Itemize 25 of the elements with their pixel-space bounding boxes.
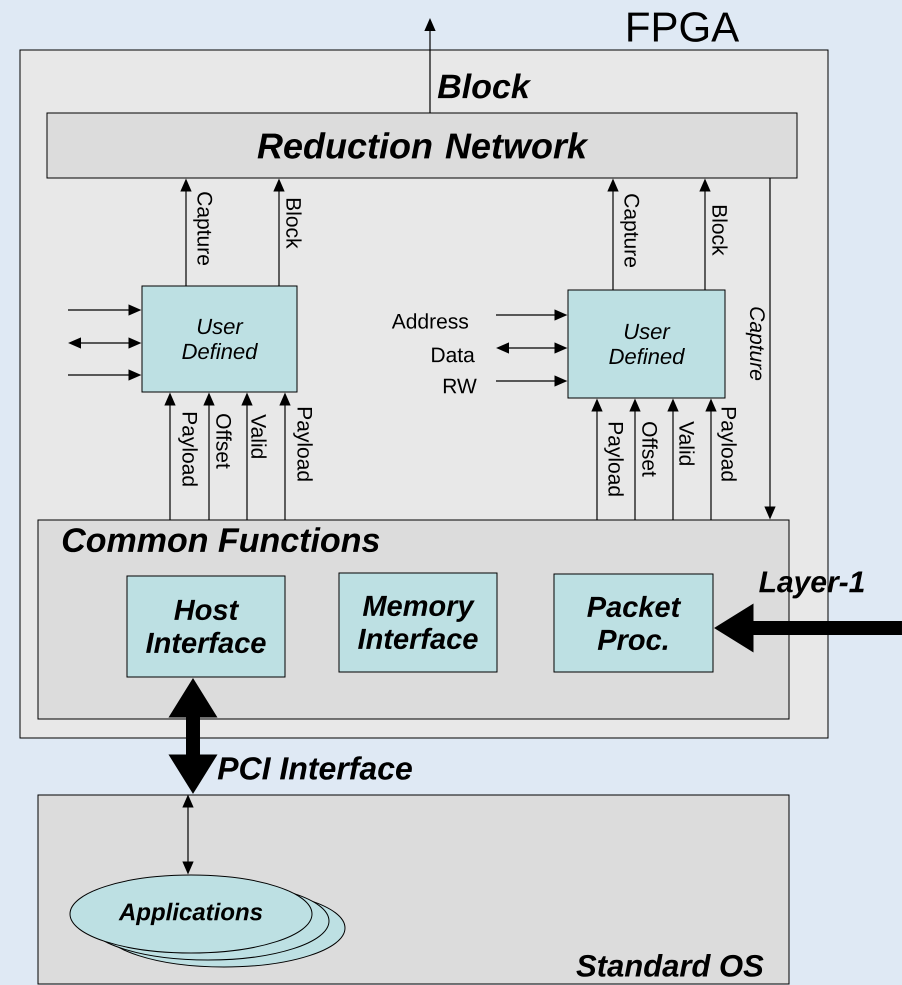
edge-label: Capture xyxy=(746,307,765,380)
edge-label: Valid xyxy=(251,414,267,458)
network-band: Reduction Network xyxy=(46,112,798,178)
edge-label: Block xyxy=(438,74,532,98)
edge-label: Address xyxy=(392,313,468,329)
edge-label: Valid xyxy=(679,421,695,465)
edge-label: Offset xyxy=(642,422,658,477)
block-box: User Defined xyxy=(568,290,726,398)
edge-label: Offset xyxy=(216,414,232,469)
edge-label: Payload xyxy=(178,412,198,486)
interface-box: Packet Proc. xyxy=(554,574,714,672)
edge-label: Block xyxy=(286,198,302,249)
edge-label: Data xyxy=(432,348,475,362)
interface-box: Host Interface xyxy=(126,576,286,678)
edge-label: Capture xyxy=(620,194,640,267)
edge-label: Block xyxy=(712,206,728,256)
edge-label: Capture xyxy=(193,192,212,265)
edge-label: Payload xyxy=(293,408,313,481)
block-box: User Defined xyxy=(142,286,298,392)
edge-label: RW xyxy=(444,378,477,394)
edge-label: PCI Interface xyxy=(218,756,412,780)
node-label: FPGA xyxy=(628,12,740,42)
edge-label: Payload xyxy=(604,422,624,496)
interface-box: Memory Interface xyxy=(338,572,498,672)
edge-label: Payload xyxy=(717,408,737,481)
